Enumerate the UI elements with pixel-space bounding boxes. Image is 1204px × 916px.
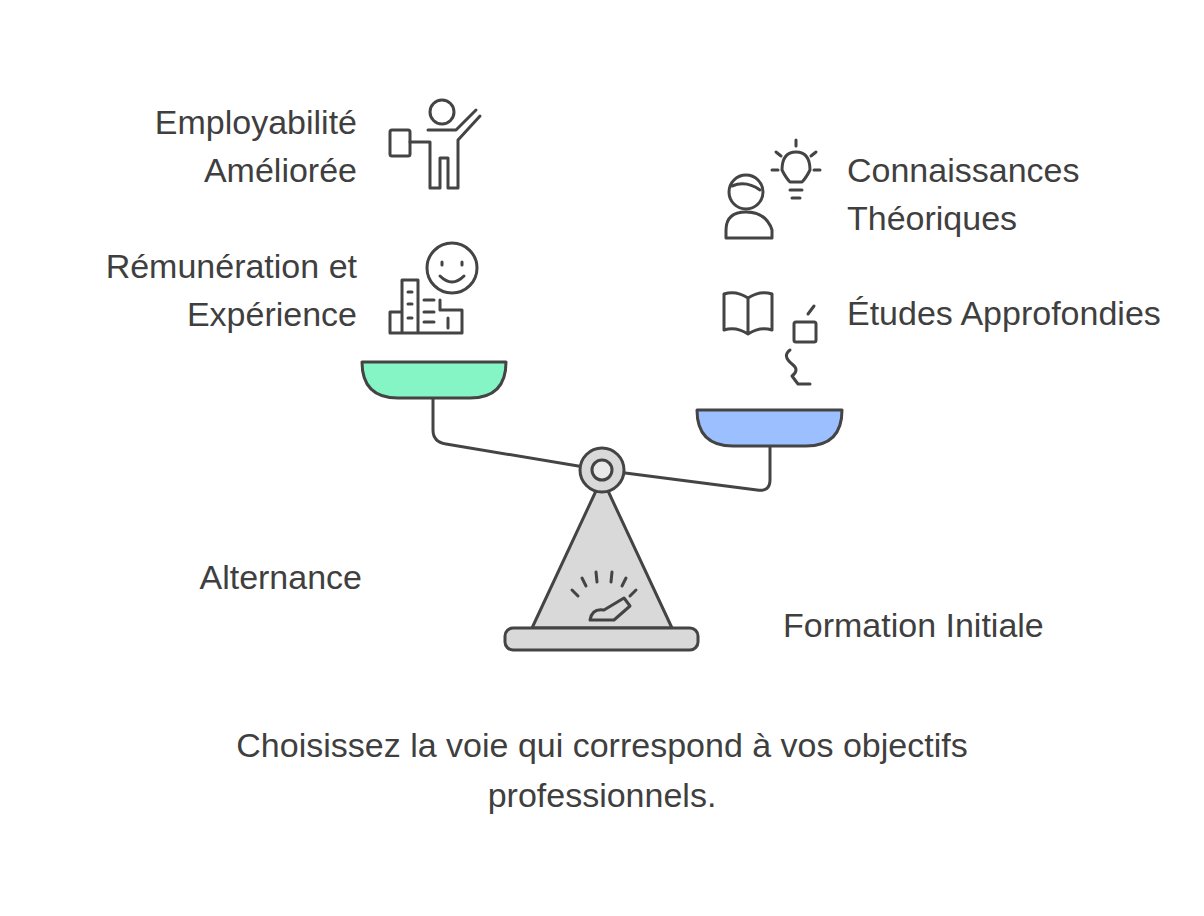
book-study-icon-stroke [786,306,814,384]
person-with-sign-icon-stroke [390,130,410,156]
icons [390,100,820,384]
side-label: Études Approfondies [847,289,1167,337]
thinker-bulb-icon-stroke [729,175,763,209]
thinker-bulb-icon-stroke [772,140,820,198]
person-with-sign-icon-stroke [410,110,480,188]
scale [362,362,842,650]
pivot-inner [592,460,612,480]
thinker-bulb-icon [726,140,820,238]
stand [532,478,672,628]
base [505,628,698,650]
gauge-needle [590,598,630,620]
building-smile-icon-stroke [440,262,464,282]
side-label: Alternance [62,553,362,601]
building-smile-icon-stroke [390,280,462,333]
person-with-sign-icon-stroke [430,100,454,124]
side-label: Rémunération et Expérience [57,242,357,338]
pivot [580,448,624,492]
book-study-icon-stroke [794,322,816,342]
building-smile-icon-stroke [427,243,477,293]
building-smile-icon [390,243,477,333]
side-label: Employabilité Améliorée [57,98,357,194]
person-with-sign-icon [390,100,480,188]
left-pan [362,362,506,398]
side-label: Connaissances Théoriques [847,146,1167,242]
thinker-bulb-icon-stroke [726,184,772,238]
right-pan [697,410,842,446]
book-study-icon-stroke [724,293,772,334]
gauge-ticks [572,572,636,596]
book-study-icon [724,293,816,384]
side-label: Formation Initiale [783,601,1183,649]
caption: Choisissez la voie qui correspond à vos … [132,720,1072,820]
